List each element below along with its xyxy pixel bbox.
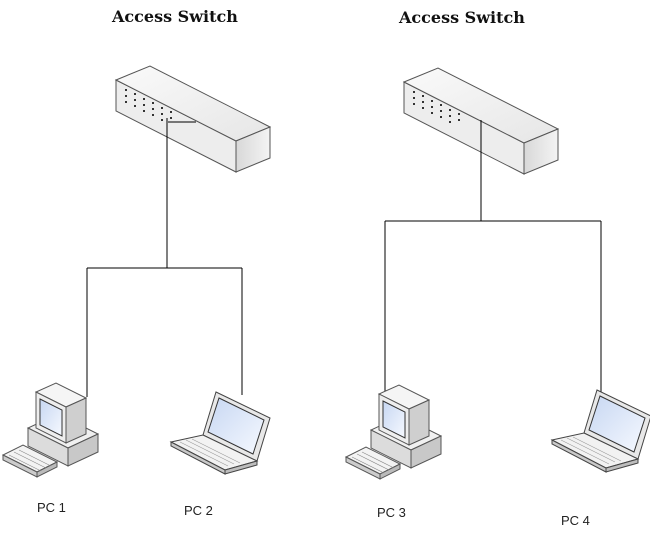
pc1-desktop-icon	[1, 382, 100, 478]
pc2-laptop-icon	[169, 391, 271, 475]
switch-1-icon	[114, 65, 272, 173]
switch-2-title: Access Switch	[399, 8, 525, 27]
pc4-laptop-icon	[550, 389, 650, 473]
switch-1-title: Access Switch	[112, 7, 238, 26]
pc3-desktop-icon	[344, 384, 443, 480]
switch-2-icon	[402, 67, 560, 175]
pc4-label: PC 4	[561, 513, 590, 528]
pc1-label: PC 1	[37, 500, 66, 515]
pc3-label: PC 3	[377, 505, 406, 520]
pc2-label: PC 2	[184, 503, 213, 518]
